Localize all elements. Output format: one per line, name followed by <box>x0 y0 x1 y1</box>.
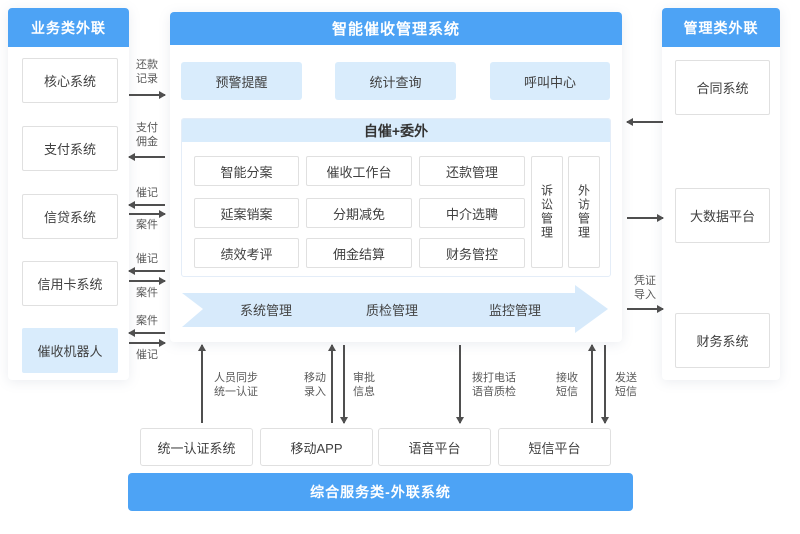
approval-info-label: 审批 信息 <box>353 372 375 398</box>
voucher-import-label: 凭证 导入 <box>634 275 656 301</box>
management-external-panel: 管理类外联 合同系统 大数据平台 财务系统 <box>662 8 780 380</box>
field-visit-management-box: 外访管理 <box>568 156 600 268</box>
sms-platform-box: 短信平台 <box>498 428 611 466</box>
credit-collect-note-arrow <box>128 201 165 209</box>
performance-evaluation-box: 绩效考评 <box>194 238 299 268</box>
collection-system-header: 智能催收管理系统 <box>170 12 622 45</box>
pay-commission-arrow <box>128 153 165 161</box>
contract-system-box: 合同系统 <box>675 60 770 115</box>
warning-reminder-box: 预警提醒 <box>181 62 302 100</box>
robot-collect-note-label: 催记 <box>136 349 158 361</box>
credit-case-arrow <box>129 210 166 218</box>
collection-system-panel: 智能催收管理系统 预警提醒 统计查询 呼叫中心 自催+委外 智能分案 催收工作台… <box>170 12 622 342</box>
finance-system-box: 财务系统 <box>675 313 770 368</box>
robot-collect-note-arrow <box>129 339 166 347</box>
mobile-app-box: 移动APP <box>260 428 373 466</box>
statistics-query-box: 统计查询 <box>335 62 456 100</box>
mobile-entry-arrow <box>328 344 336 423</box>
management-external-header: 管理类外联 <box>662 8 780 47</box>
self-outsource-panel: 自催+委外 智能分案 催收工作台 还款管理 延案销案 分期减免 中介选聘 绩效考… <box>181 118 611 277</box>
repayment-record-label: 还款 记录 <box>136 59 158 85</box>
approval-info-arrow <box>340 345 348 424</box>
credit-system-box: 信贷系统 <box>22 194 118 239</box>
card-case-label: 案件 <box>136 287 158 299</box>
business-external-panel: 业务类外联 核心系统 支付系统 信贷系统 信用卡系统 催收机器人 <box>8 8 129 380</box>
credit-collect-note-label: 催记 <box>136 187 158 199</box>
agency-selection-box: 中介选聘 <box>419 198 525 228</box>
voice-platform-box: 语音平台 <box>378 428 491 466</box>
smart-case-assignment-box: 智能分案 <box>194 156 299 186</box>
litigation-management-box: 诉讼管理 <box>531 156 563 268</box>
repayment-record-arrow <box>129 91 166 99</box>
card-collect-note-label: 催记 <box>136 253 158 265</box>
card-collect-note-arrow <box>128 267 165 275</box>
auth-sync-label: 人员同步 统一认证 <box>214 372 258 398</box>
big-data-arrow <box>627 214 664 222</box>
sms-send-arrow <box>601 345 609 424</box>
pay-commission-label: 支付 佣金 <box>136 122 158 148</box>
system-management-label: 系统管理 <box>239 302 293 318</box>
payment-system-box: 支付系统 <box>22 126 118 171</box>
unified-auth-system-box: 统一认证系统 <box>140 428 253 466</box>
installment-reduction-box: 分期减免 <box>306 198 412 228</box>
management-ribbon-arrow: 系统管理 质检管理 监控管理 <box>182 285 608 333</box>
self-outsource-title: 自催+委外 <box>182 119 610 142</box>
big-data-platform-box: 大数据平台 <box>675 188 770 243</box>
robot-case-label: 案件 <box>136 315 158 327</box>
contract-system-arrow <box>626 118 663 126</box>
ribbon-arrow-shape <box>182 285 608 333</box>
mobile-entry-label: 移动 录入 <box>304 372 326 398</box>
voice-call-arrow <box>456 345 464 424</box>
case-postpone-cancel-box: 延案销案 <box>194 198 299 228</box>
core-system-box: 核心系统 <box>22 58 118 103</box>
card-case-arrow <box>129 277 166 285</box>
financial-control-box: 财务管控 <box>419 238 525 268</box>
credit-case-label: 案件 <box>136 219 158 231</box>
repayment-management-box: 还款管理 <box>419 156 525 186</box>
voucher-import-arrow <box>627 305 664 313</box>
sms-receive-label: 接收 短信 <box>556 372 578 398</box>
collection-workbench-box: 催收工作台 <box>306 156 412 186</box>
auth-sync-arrow <box>198 344 206 423</box>
business-external-header: 业务类外联 <box>8 8 129 47</box>
credit-card-system-box: 信用卡系统 <box>22 261 118 306</box>
monitoring-management-label: 监控管理 <box>488 302 542 318</box>
commission-settlement-box: 佣金结算 <box>306 238 412 268</box>
sms-send-label: 发送 短信 <box>615 372 637 398</box>
voice-call-label: 拨打电话 语音质检 <box>472 372 516 398</box>
collection-robot-box: 催收机器人 <box>22 328 118 373</box>
call-center-box: 呼叫中心 <box>490 62 610 100</box>
quality-management-label: 质检管理 <box>365 302 419 318</box>
integrated-services-banner: 综合服务类-外联系统 <box>128 473 633 511</box>
robot-case-arrow <box>128 329 165 337</box>
sms-receive-arrow <box>588 344 596 423</box>
